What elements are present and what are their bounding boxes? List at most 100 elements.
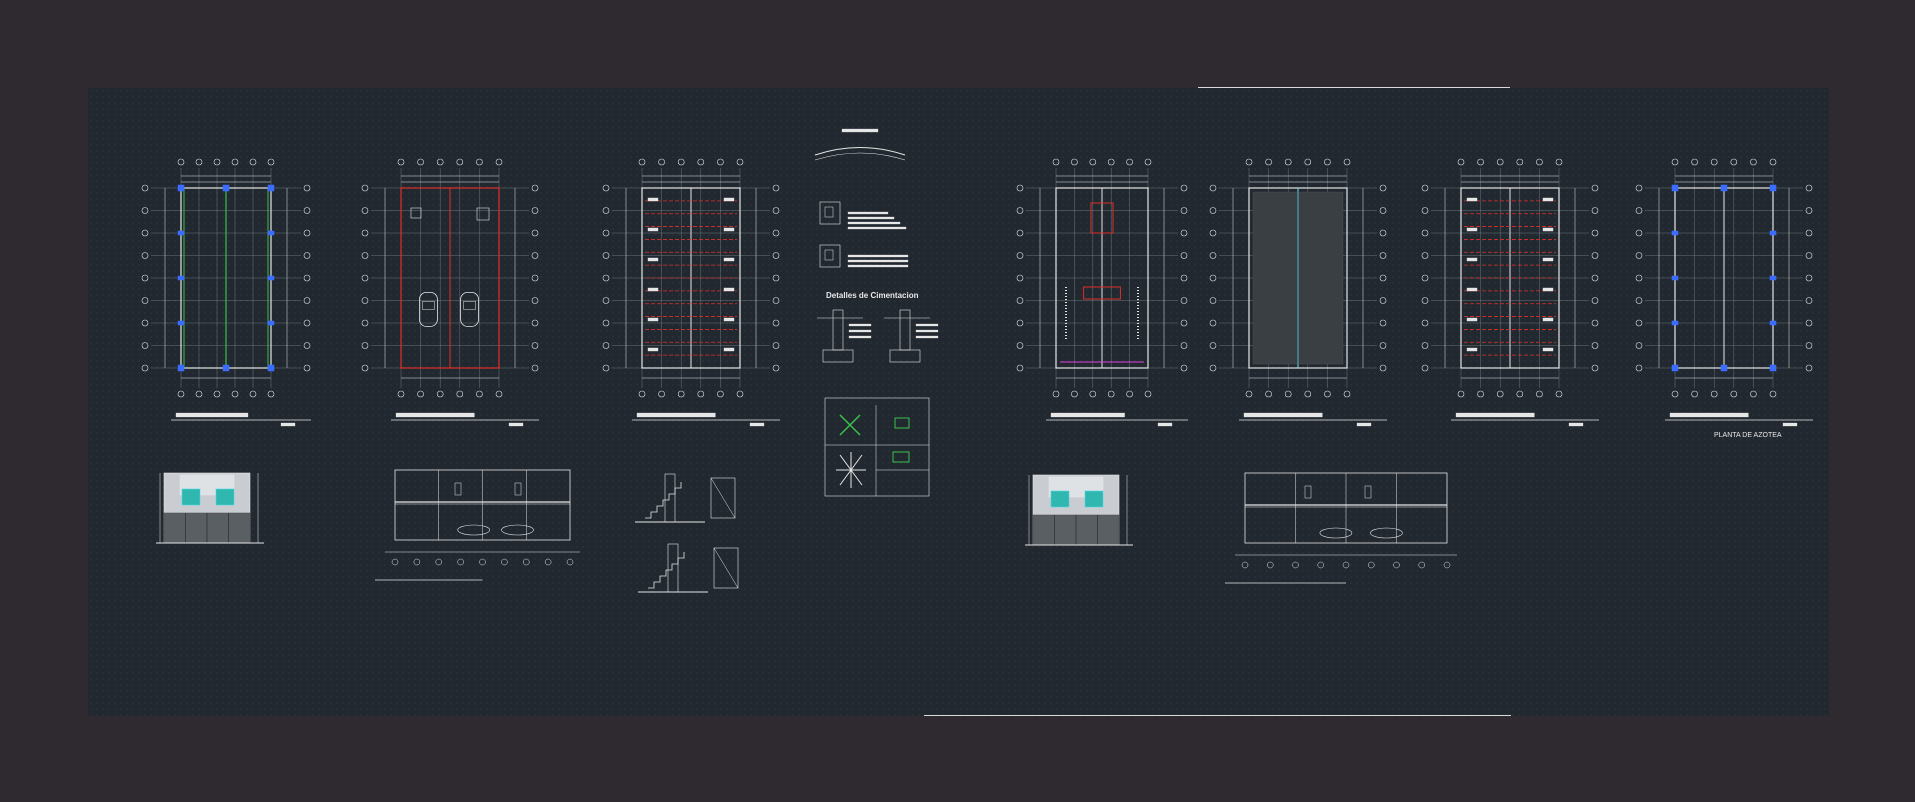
slab-detail-curve — [814, 152, 906, 161]
axis-bubble — [1393, 561, 1400, 569]
axis-bubble — [1379, 274, 1387, 282]
axis-bubble — [1805, 342, 1813, 349]
plan-title-text — [1455, 412, 1535, 418]
axis-bubble — [361, 319, 369, 327]
connection-details-box — [824, 397, 930, 497]
axis-bubble — [1477, 390, 1484, 398]
stair-detail-lower — [638, 543, 739, 593]
axis-bubble — [361, 184, 369, 192]
axis-bubble — [1052, 158, 1060, 166]
axis-bubble — [772, 297, 780, 304]
plan-title-text — [1669, 412, 1749, 418]
axis-bubble — [1421, 342, 1429, 349]
axis-bubble — [1805, 297, 1813, 304]
axis-bubble — [1379, 229, 1387, 237]
axis-bubble — [1691, 390, 1698, 398]
axis-bubble — [1421, 364, 1429, 372]
axis-bubble — [602, 184, 610, 192]
axis-bubble — [141, 207, 149, 214]
axis-bubble — [1209, 274, 1217, 282]
axis-bubble — [1180, 207, 1188, 214]
column — [267, 320, 275, 326]
label-tag — [1542, 317, 1554, 322]
axis-bubble — [1016, 319, 1024, 327]
axis-bubble — [1671, 390, 1679, 398]
axis-bubble — [1324, 158, 1331, 166]
axis-bubble — [1267, 561, 1274, 569]
note-text — [848, 329, 872, 333]
axis-bubble — [1126, 158, 1133, 166]
axis-bubble — [413, 558, 421, 566]
window — [215, 488, 235, 506]
axis-bubble — [566, 558, 574, 566]
column — [222, 364, 230, 372]
axis-bubble — [1284, 158, 1292, 166]
label-tag — [647, 287, 659, 292]
axis-bubble — [1421, 274, 1429, 282]
axis-bubble — [1342, 561, 1350, 569]
axis-bubble — [1107, 158, 1115, 166]
connection-plate — [894, 417, 910, 429]
car-profile — [457, 524, 491, 536]
axis-bubble — [141, 184, 149, 192]
section-door — [1304, 485, 1312, 499]
axis-bubble — [772, 207, 780, 214]
axis-bubble — [602, 229, 610, 237]
axis-bubble — [1180, 319, 1188, 327]
axis-bubble — [249, 158, 257, 166]
axis-bubble — [141, 364, 149, 372]
axis-bubble — [638, 390, 646, 398]
note-text — [848, 335, 872, 339]
axis-bubble — [1209, 342, 1217, 349]
axis-bubble — [1457, 390, 1465, 398]
axis-bubble — [303, 184, 311, 192]
axis-bubble — [435, 558, 442, 566]
plan-scale-text — [280, 422, 296, 427]
connection-brace — [839, 414, 861, 436]
label-tag — [1466, 197, 1478, 202]
axis-bubble — [303, 207, 311, 214]
axis-bubble — [1635, 364, 1643, 372]
axis-bubble — [1016, 229, 1024, 237]
foundation-detail — [817, 309, 872, 363]
axis-bubble — [1304, 158, 1312, 166]
axis-bubble — [1591, 342, 1599, 349]
axis-bubble — [141, 319, 149, 327]
axis-bubble — [772, 252, 780, 259]
axis-bubble — [1591, 297, 1599, 304]
axis-bubble — [602, 319, 610, 327]
axis-bubble — [1635, 184, 1643, 192]
label-tag — [723, 257, 735, 262]
axis-bubble — [1180, 229, 1188, 237]
axis-bubble — [1591, 252, 1599, 259]
floor-plans — [141, 158, 1813, 427]
column — [1671, 184, 1679, 192]
axis-bubble — [1144, 390, 1152, 398]
axis-bubble — [1671, 158, 1679, 166]
footing-column — [899, 309, 911, 351]
axis-bubble — [531, 229, 539, 237]
detail-diagonal — [713, 547, 739, 589]
label-tag — [1466, 317, 1478, 322]
axis-bubble — [303, 319, 311, 327]
axis-bubble — [772, 229, 780, 237]
axis-bubble — [231, 390, 239, 398]
axis-bubble — [303, 364, 311, 372]
axis-bubble — [531, 252, 539, 259]
axis-bubble — [1016, 207, 1024, 214]
label-tag — [1466, 257, 1478, 262]
car-windshield — [422, 301, 435, 310]
axis-bubble — [1730, 390, 1738, 398]
axis-bubble — [1635, 274, 1643, 282]
axis-bubble — [1635, 252, 1643, 259]
axis-bubble — [1750, 158, 1757, 166]
axis-bubble — [658, 390, 665, 398]
detail-frame — [819, 201, 841, 225]
axis-bubble — [1635, 342, 1643, 349]
axis-bubble — [1209, 319, 1217, 327]
section-door — [454, 482, 462, 496]
plan-ground-foundation — [141, 158, 311, 427]
axis-bubble — [1052, 390, 1060, 398]
axis-bubble — [1710, 390, 1718, 398]
axis-bubble — [1379, 252, 1387, 259]
